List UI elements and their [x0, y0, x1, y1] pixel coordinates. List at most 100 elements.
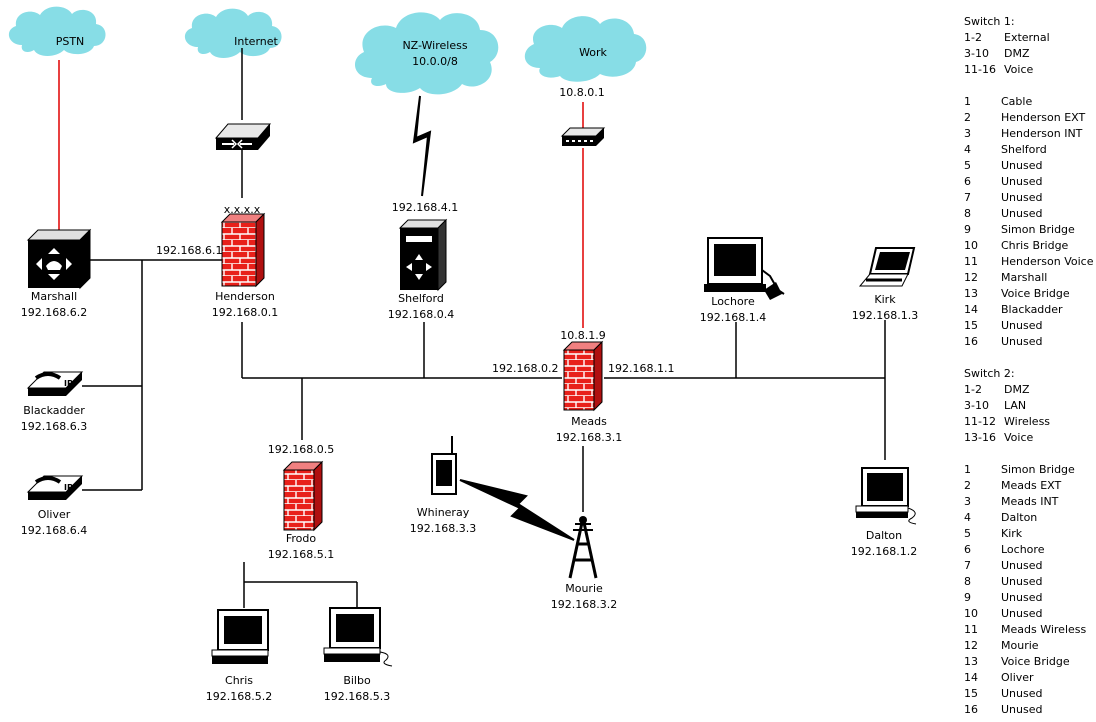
meads-firewall-icon	[562, 340, 604, 412]
legend-port-row: 10 Unused	[964, 606, 1094, 622]
legend-range-row-number: 11-12	[964, 415, 996, 428]
meads-left-ip-label: 192.168.0.2	[492, 362, 559, 375]
lochore-name-label: Lochore	[711, 295, 755, 308]
legend-port-row-description: Unused	[1001, 191, 1043, 204]
legend-port-row: 12 Marshall	[964, 270, 1094, 286]
marshall-link-ip-label: 192.168.6.1	[156, 244, 223, 257]
bilbo-name-label: Bilbo	[343, 674, 371, 687]
legend-port-row-description: Voice Bridge	[1001, 655, 1070, 668]
legend-port-row-description: Unused	[1001, 591, 1043, 604]
legend-port-row-number: 4	[964, 511, 971, 524]
marshall-name-label: Marshall	[30, 290, 78, 303]
legend-port-row-number: 7	[964, 191, 971, 204]
blackadder-name-label: Blackadder	[23, 404, 85, 417]
legend-port-row-number: 1	[964, 463, 971, 476]
legend-port-row: 11 Meads Wireless	[964, 622, 1094, 638]
legend-port-row-number: 1	[964, 95, 971, 108]
legend-port-row-number: 11	[964, 255, 978, 268]
legend-range-row: 3-10 LAN	[964, 398, 1094, 414]
legend-port-row-description: Unused	[1001, 175, 1043, 188]
legend-port-row-description: Meads INT	[1001, 495, 1059, 508]
blackadder-phone-icon: IP	[26, 371, 84, 396]
legend-port-row-description: Unused	[1001, 159, 1043, 172]
legend-port-row: 14 Oliver	[964, 670, 1094, 686]
legend-port-row-number: 12	[964, 271, 978, 284]
oliver-phone-icon: IP	[26, 475, 84, 500]
legend-port-row-number: 9	[964, 223, 971, 236]
shelford-uplink-ip-label: 192.168.4.1	[391, 201, 459, 214]
work-cloud-icon	[524, 16, 647, 82]
kirk-name-label: Kirk	[874, 293, 896, 306]
legend-port-row-description: Unused	[1001, 703, 1043, 716]
legend-port-row-description: Henderson EXT	[1001, 111, 1086, 124]
chris-name-label: Chris	[225, 674, 253, 687]
whineray-wireless-device-icon	[431, 436, 457, 495]
legend-port-row-description: Simon Bridge	[1001, 463, 1075, 476]
legend-port-row-number: 10	[964, 607, 978, 620]
legend-port-row-description: Marshall	[1001, 271, 1048, 284]
legend-port-row: 9 Unused	[964, 590, 1094, 606]
legend-range-row-description: DMZ	[1004, 47, 1030, 60]
bilbo-ip-label: 192.168.5.3	[323, 690, 391, 703]
blackadder-ip-label: 192.168.6.3	[20, 420, 88, 433]
bilbo-computer-icon	[323, 607, 393, 667]
shelford-ip-label: 192.168.0.4	[387, 308, 455, 321]
frodo-firewall-icon	[282, 460, 324, 532]
legend-range-row-number: 1-2	[964, 31, 982, 44]
legend-range-row-description: External	[1004, 31, 1050, 44]
legend-port-row-description: Unused	[1001, 607, 1043, 620]
frodo-ip-label: 192.168.5.1	[267, 548, 335, 561]
legend-port-row-number: 8	[964, 575, 971, 588]
legend-port-row-description: Oliver	[1001, 671, 1034, 684]
legend-port-row-number: 9	[964, 591, 971, 604]
internet-cloud-label: Internet	[234, 35, 278, 48]
legend-port-row-number: 14	[964, 671, 978, 684]
dalton-ip-label: 192.168.1.2	[850, 545, 918, 558]
legend-port-row-number: 5	[964, 159, 971, 172]
pstn-cloud-label: PSTN	[55, 35, 85, 48]
legend-port-row-description: Meads EXT	[1001, 479, 1062, 492]
legend-range-row-number: 3-10	[964, 399, 989, 412]
whineray-name-label: Whineray	[416, 506, 470, 519]
legend-port-row-description: Unused	[1001, 335, 1043, 348]
legend-range-row-number: 13-16	[964, 431, 996, 444]
oliver-ip-label: 192.168.6.4	[20, 524, 88, 537]
legend-port-row-description: Unused	[1001, 575, 1043, 588]
legend-port-row-description: Shelford	[1001, 143, 1047, 156]
chris-ip-label: 192.168.5.2	[205, 690, 273, 703]
svg-text:IP: IP	[64, 379, 73, 388]
legend-port-row-number: 7	[964, 559, 971, 572]
legend-port-row-description: Meads Wireless	[1001, 623, 1087, 636]
legend-range-row-description: DMZ	[1004, 383, 1030, 396]
legend-range-row-number: 11-16	[964, 63, 996, 76]
switch2-title: Switch 2:	[964, 367, 1015, 380]
legend-range-row-description: LAN	[1004, 399, 1027, 412]
legend-port-row: 1 Simon Bridge	[964, 462, 1094, 478]
router-icon	[214, 123, 272, 150]
henderson-firewall-icon	[220, 212, 266, 288]
legend-port-row-number: 2	[964, 111, 971, 124]
legend-port-row-description: Unused	[1001, 559, 1043, 572]
legend-port-row-number: 3	[964, 127, 971, 140]
legend-port-row-description: Henderson INT	[1001, 127, 1083, 140]
pbx-icon	[26, 228, 92, 290]
legend-port-row-number: 11	[964, 623, 978, 636]
dalton-computer-icon	[855, 467, 917, 525]
dalton-name-label: Dalton	[865, 529, 903, 542]
legend-port-row-description: Lochore	[1001, 543, 1045, 556]
legend-port-row-number: 6	[964, 175, 971, 188]
work-ip-label: 10.8.0.1	[559, 86, 605, 99]
pstn-cloud-icon	[8, 6, 106, 56]
whineray-ip-label: 192.168.3.3	[409, 522, 477, 535]
legend-port-row-number: 2	[964, 479, 971, 492]
